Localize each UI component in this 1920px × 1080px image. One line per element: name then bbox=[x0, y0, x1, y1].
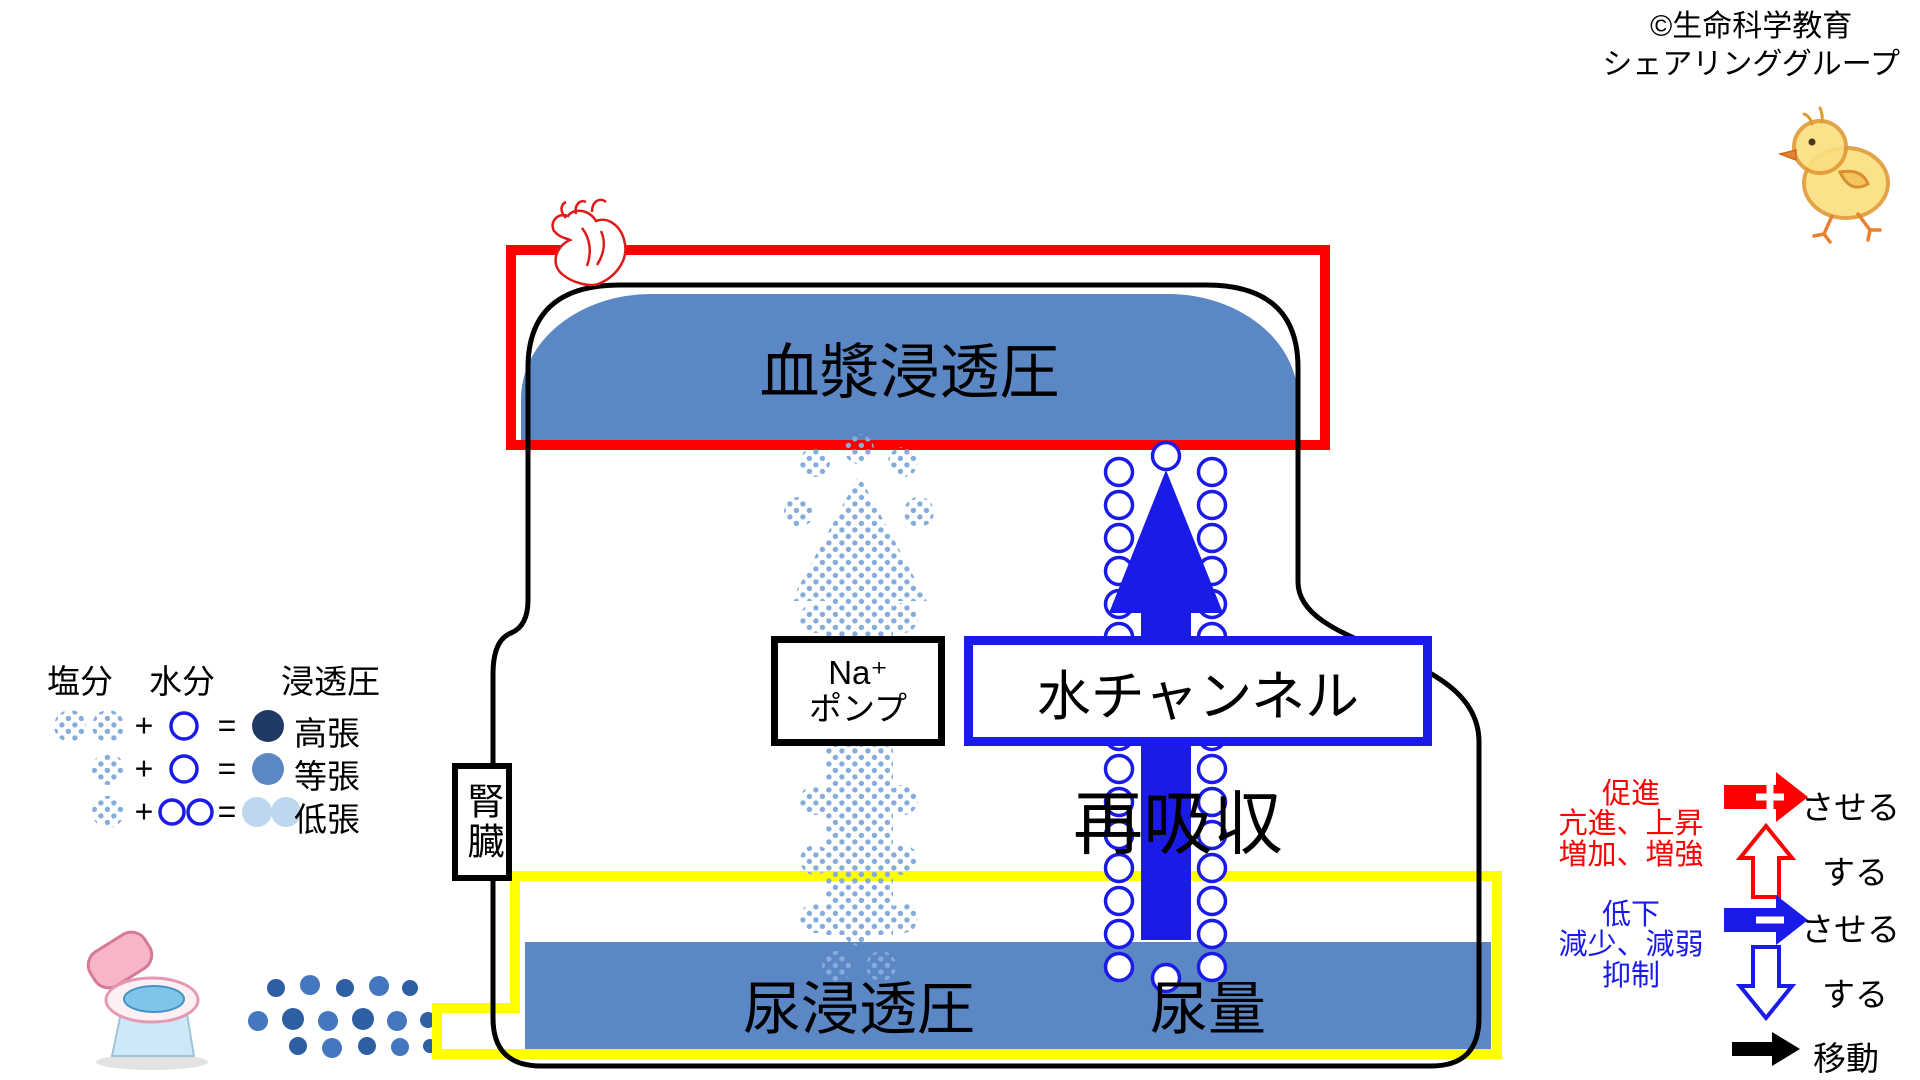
urine-osmotic-pressure-label: 尿浸透圧 bbox=[742, 977, 975, 1042]
suppress-line2: 減少、減弱 bbox=[1558, 929, 1704, 962]
heart-icon bbox=[551, 198, 627, 287]
legend-tonicity-symbols bbox=[54, 710, 301, 828]
promote-do-label: する bbox=[1822, 854, 1888, 891]
legend-promote-text: 促進 亢進、上昇 増加、増強 bbox=[1552, 778, 1710, 871]
hypertonic-symbol bbox=[252, 710, 284, 742]
salt-symbol bbox=[92, 796, 124, 828]
legend-label-hypertonic: 高張 bbox=[294, 715, 360, 752]
na-pump-line1: Na⁺ bbox=[828, 653, 888, 691]
urine-outflow-trail bbox=[248, 975, 437, 1058]
move-label: 移動 bbox=[1813, 1040, 1879, 1077]
plasma-osmotic-pressure-label: 血漿浸透圧 bbox=[759, 338, 1060, 406]
salt-symbol bbox=[92, 710, 124, 742]
plus-operator: + bbox=[134, 793, 154, 830]
kidney-label-box: 腎臓 bbox=[452, 763, 512, 881]
water-symbol bbox=[169, 754, 199, 784]
promote-line2: 亢進、上昇 bbox=[1558, 808, 1704, 841]
isotonic-symbol bbox=[252, 753, 284, 785]
hypotonic-symbol bbox=[242, 797, 272, 827]
suppress-cause-label: させる bbox=[1801, 911, 1900, 948]
legend-header-salt: 塩分 bbox=[47, 663, 113, 700]
equals-operator: = bbox=[217, 793, 237, 830]
copyright-line1: ©生命科学教育 bbox=[1650, 10, 1853, 43]
plasma-red-frame bbox=[506, 245, 1330, 450]
copyright-line2: シェアリンググループ bbox=[1602, 47, 1900, 81]
kidney-outline bbox=[490, 282, 1482, 1069]
legend-label-hypotonic: 低張 bbox=[294, 801, 360, 838]
na-pump-box: Na⁺ ポンプ bbox=[771, 636, 945, 746]
copyright-text: ©生命科学教育 シェアリンググループ bbox=[1602, 8, 1900, 83]
hypotonic-symbol bbox=[271, 797, 301, 827]
suppress-title: 低下 bbox=[1601, 899, 1660, 931]
suppress-do-label: する bbox=[1822, 976, 1888, 1013]
plus-operator: + bbox=[134, 750, 154, 787]
plus-operator: + bbox=[134, 707, 154, 744]
water-symbol bbox=[169, 711, 199, 741]
legend-header-osmotic: 浸透圧 bbox=[281, 663, 380, 700]
urine-fluid-fill bbox=[525, 942, 1491, 1050]
legend-action-arrows bbox=[1724, 772, 1808, 1066]
promote-up-arrow bbox=[1735, 822, 1797, 899]
toilet-icon bbox=[86, 930, 208, 1070]
plasma-fluid-fill bbox=[521, 294, 1298, 440]
water-channel-box: 水チャンネル bbox=[964, 636, 1432, 746]
salt-symbol bbox=[54, 710, 86, 742]
reabsorption-label: 再吸収 bbox=[1073, 785, 1283, 863]
legend-header-water: 水分 bbox=[149, 663, 215, 700]
legend-label-isotonic: 等張 bbox=[294, 758, 360, 795]
promote-line3: 増加、増強 bbox=[1558, 838, 1704, 871]
water-symbol bbox=[158, 798, 186, 826]
legend-suppress-text: 低下 減少、減弱 抑制 bbox=[1552, 899, 1710, 992]
suppress-line3: 抑制 bbox=[1601, 959, 1660, 992]
promote-cause-label: させる bbox=[1801, 789, 1900, 826]
salt-particles bbox=[784, 434, 934, 981]
na-pump-line2: ポンプ bbox=[808, 690, 907, 727]
move-arrow bbox=[1732, 1032, 1800, 1066]
equals-operator: = bbox=[217, 750, 237, 787]
urine-yellow-frame bbox=[432, 871, 1502, 1059]
promote-title: 促進 bbox=[1601, 778, 1660, 810]
suppress-down-arrow bbox=[1735, 945, 1797, 1022]
equals-operator: = bbox=[217, 707, 237, 744]
chick-illustration bbox=[1777, 106, 1890, 244]
water-symbol bbox=[186, 798, 214, 826]
salt-symbol bbox=[92, 753, 124, 785]
urine-volume-label: 尿量 bbox=[1149, 977, 1266, 1042]
